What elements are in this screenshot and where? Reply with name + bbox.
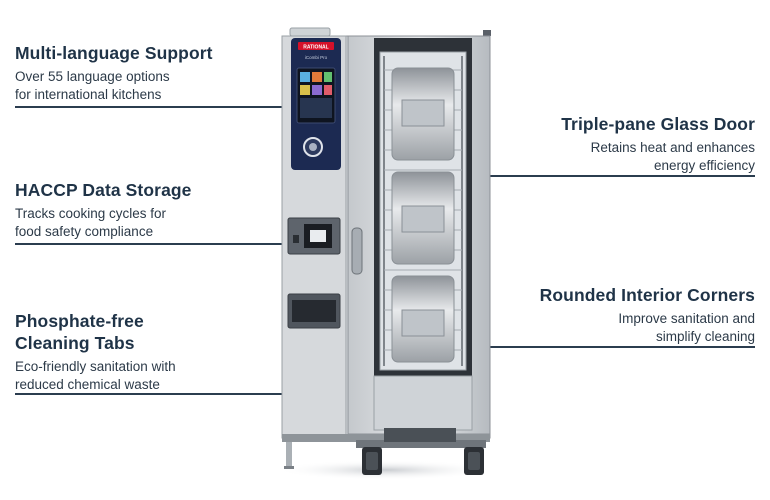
- tray-recess: [401, 205, 445, 233]
- feature-title: Rounded Interior Corners: [539, 285, 755, 305]
- callout-line-haccp: [15, 243, 298, 245]
- callout-line-glass-door: [470, 175, 755, 177]
- screen-tile: [300, 72, 310, 82]
- feature-glass-door: Triple-pane Glass Door Retains heat and …: [561, 113, 755, 174]
- screen-content: [300, 98, 332, 118]
- feature-haccp: HACCP Data Storage Tracks cooking cycles…: [15, 179, 192, 240]
- tray-recess: [401, 309, 445, 337]
- control-dial-center: [309, 143, 317, 151]
- screen-tile: [324, 72, 332, 82]
- tray-recess: [401, 99, 445, 127]
- door-handle: [351, 227, 363, 275]
- model-label: iCombi Pro: [305, 55, 328, 60]
- feature-title: HACCP Data Storage: [15, 180, 192, 200]
- cleaning-drawer-opening: [292, 300, 336, 322]
- feature-title: Triple-pane Glass Door: [561, 114, 755, 134]
- wheel-hub: [468, 452, 480, 470]
- brand-label: RATIONAL: [303, 45, 328, 51]
- top-vent: [289, 27, 331, 37]
- wheel-hub: [366, 452, 378, 470]
- screen-tile: [312, 72, 322, 82]
- feature-multi-language: Multi-language Support Over 55 language …: [15, 42, 213, 103]
- trolley-rail: [384, 428, 456, 442]
- top-cap: [483, 30, 491, 36]
- floor-shadow: [280, 460, 495, 480]
- haccp-card: [310, 230, 326, 242]
- feature-title: Multi-language Support: [15, 43, 213, 63]
- haccp-port: [293, 235, 299, 243]
- leg: [286, 442, 292, 468]
- screen-tile: [324, 85, 332, 95]
- trolley-frame: [356, 440, 486, 448]
- callout-line-multi-language: [15, 106, 298, 108]
- feature-interior-corners: Rounded Interior Corners Improve sanitat…: [540, 284, 755, 345]
- combi-oven-illustration: RATIONAL iCombi Pro: [280, 27, 495, 480]
- lower-door-panel: [373, 375, 473, 431]
- leg-foot: [284, 466, 294, 469]
- screen-tile: [312, 85, 322, 95]
- screen-tile: [300, 85, 310, 95]
- callout-line-interior-corners: [470, 346, 755, 348]
- callout-line-phosphate: [15, 393, 298, 395]
- brand-badge: [298, 42, 334, 50]
